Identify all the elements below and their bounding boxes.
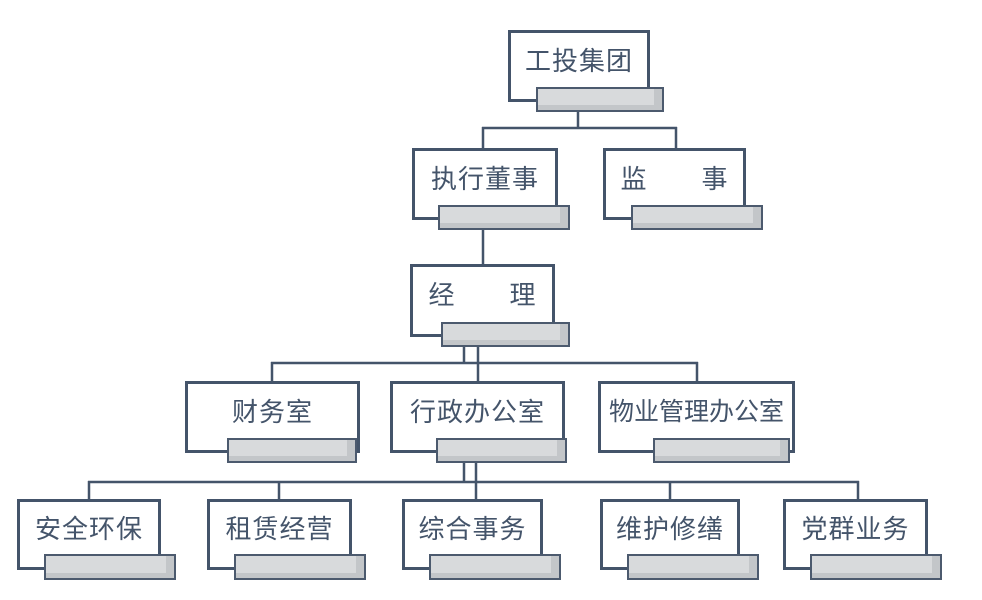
org-node-leasing-name-bar bbox=[234, 554, 366, 580]
org-node-admin-office-name-bar bbox=[436, 438, 567, 463]
org-node-general-affairs-name-bar bbox=[429, 554, 561, 580]
org-node-safety-env-name-bar bbox=[44, 554, 176, 580]
org-node-supervisor-name-bar bbox=[631, 205, 763, 230]
org-node-property-office-name-bar bbox=[653, 438, 790, 463]
org-node-finance-office-name-bar bbox=[227, 438, 357, 463]
org-node-manager-name-bar bbox=[441, 322, 570, 347]
org-node-maintenance-name-bar bbox=[627, 554, 759, 580]
org-node-exec-director-name-bar bbox=[438, 205, 570, 230]
org-node-party-mass-name-bar bbox=[810, 554, 942, 580]
org-node-group-name-bar bbox=[536, 87, 664, 112]
